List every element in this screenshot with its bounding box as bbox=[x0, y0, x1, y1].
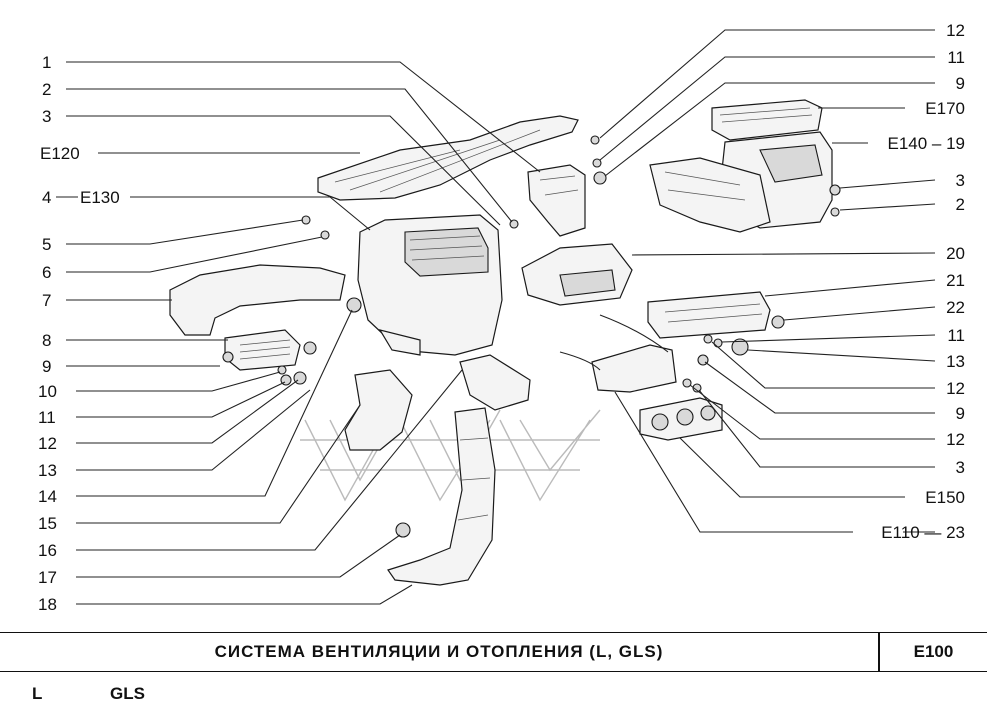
callout-right-1: 11 bbox=[947, 48, 965, 67]
callout-right-9: 22 bbox=[946, 298, 965, 317]
callout-right-16: E150 bbox=[925, 488, 965, 507]
callout-right-3: E170 bbox=[925, 99, 965, 118]
variant-l: L bbox=[32, 684, 43, 703]
callout-right-0: 12 bbox=[946, 21, 965, 40]
callout-left-14: 14 bbox=[38, 487, 57, 506]
callout-left-8: 8 bbox=[42, 331, 51, 350]
callout-left-11: 11 bbox=[38, 408, 56, 427]
callout-right-2: 9 bbox=[956, 74, 965, 93]
air-duct-part-1 bbox=[527, 164, 586, 237]
callout-left-e120: E120 bbox=[40, 144, 80, 163]
diagram-code: E100 bbox=[913, 642, 954, 661]
callout-left-4: 4 bbox=[42, 188, 51, 207]
fasteners bbox=[222, 135, 841, 538]
center-vent-part-21 bbox=[647, 291, 771, 339]
floor-duct-part-16 bbox=[459, 354, 531, 411]
callout-left-e130: E130 bbox=[80, 188, 120, 207]
leader-lines-right bbox=[599, 29, 936, 533]
callout-right-11: 13 bbox=[946, 352, 965, 371]
heater-housing-e130 bbox=[357, 214, 503, 356]
callout-left-3: 3 bbox=[42, 107, 51, 126]
title-divider bbox=[878, 633, 880, 671]
rear-floor-duct-part-18 bbox=[387, 407, 496, 586]
variant-gls: GLS bbox=[110, 684, 145, 703]
callout-left-5: 5 bbox=[42, 235, 51, 254]
dashboard-crossmember-e120 bbox=[317, 115, 579, 201]
callout-left-1: 1 bbox=[42, 53, 51, 72]
callout-right-8: 21 bbox=[946, 271, 965, 290]
blower-cover-e170 bbox=[711, 99, 823, 141]
callout-left-12: 12 bbox=[38, 434, 57, 453]
callout-left-2: 2 bbox=[42, 80, 51, 99]
heater-control-unit-e110 bbox=[559, 314, 677, 393]
callout-left-7: 7 bbox=[42, 291, 51, 310]
callout-right-15: 3 bbox=[956, 458, 965, 477]
callout-right-14: 12 bbox=[946, 430, 965, 449]
air-intake-duct bbox=[649, 157, 771, 233]
diagram-title: СИСТЕМА ВЕНТИЛЯЦИИ И ОТОПЛЕНИЯ (L, GLS) bbox=[214, 642, 664, 661]
callout-left-18: 18 bbox=[38, 595, 57, 614]
side-duct-part-7 bbox=[169, 264, 346, 336]
callout-left-15: 15 bbox=[38, 514, 57, 533]
title-block: СИСТЕМА ВЕНТИЛЯЦИИ И ОТОПЛЕНИЯ (L, GLS) … bbox=[0, 632, 987, 672]
callout-right-7: 20 bbox=[946, 244, 965, 263]
callout-right-13: 9 bbox=[956, 404, 965, 423]
callout-right-12: 12 bbox=[946, 379, 965, 398]
callout-left-9: 9 bbox=[42, 357, 51, 376]
model-variants: L GLS bbox=[0, 684, 987, 708]
watermark-logo bbox=[300, 409, 601, 502]
callout-right-6: 2 bbox=[956, 195, 965, 214]
callout-right-17: E110 — 23 bbox=[881, 523, 965, 542]
leader-lines-left bbox=[56, 61, 541, 605]
callout-right-10: 11 bbox=[947, 326, 965, 345]
callout-right-4: E140 – 19 bbox=[887, 134, 965, 153]
callout-left-16: 16 bbox=[38, 541, 57, 560]
air-distributor-part-20 bbox=[521, 243, 633, 306]
callout-left-6: 6 bbox=[42, 263, 51, 282]
callout-left-10: 10 bbox=[38, 382, 57, 401]
control-panel-e150 bbox=[639, 397, 723, 441]
floor-duct-part-15 bbox=[344, 369, 413, 451]
callout-left-17: 17 bbox=[38, 568, 57, 587]
callout-left-13: 13 bbox=[38, 461, 57, 480]
callout-right-5: 3 bbox=[956, 171, 965, 190]
side-vent-part-8 bbox=[224, 329, 301, 371]
